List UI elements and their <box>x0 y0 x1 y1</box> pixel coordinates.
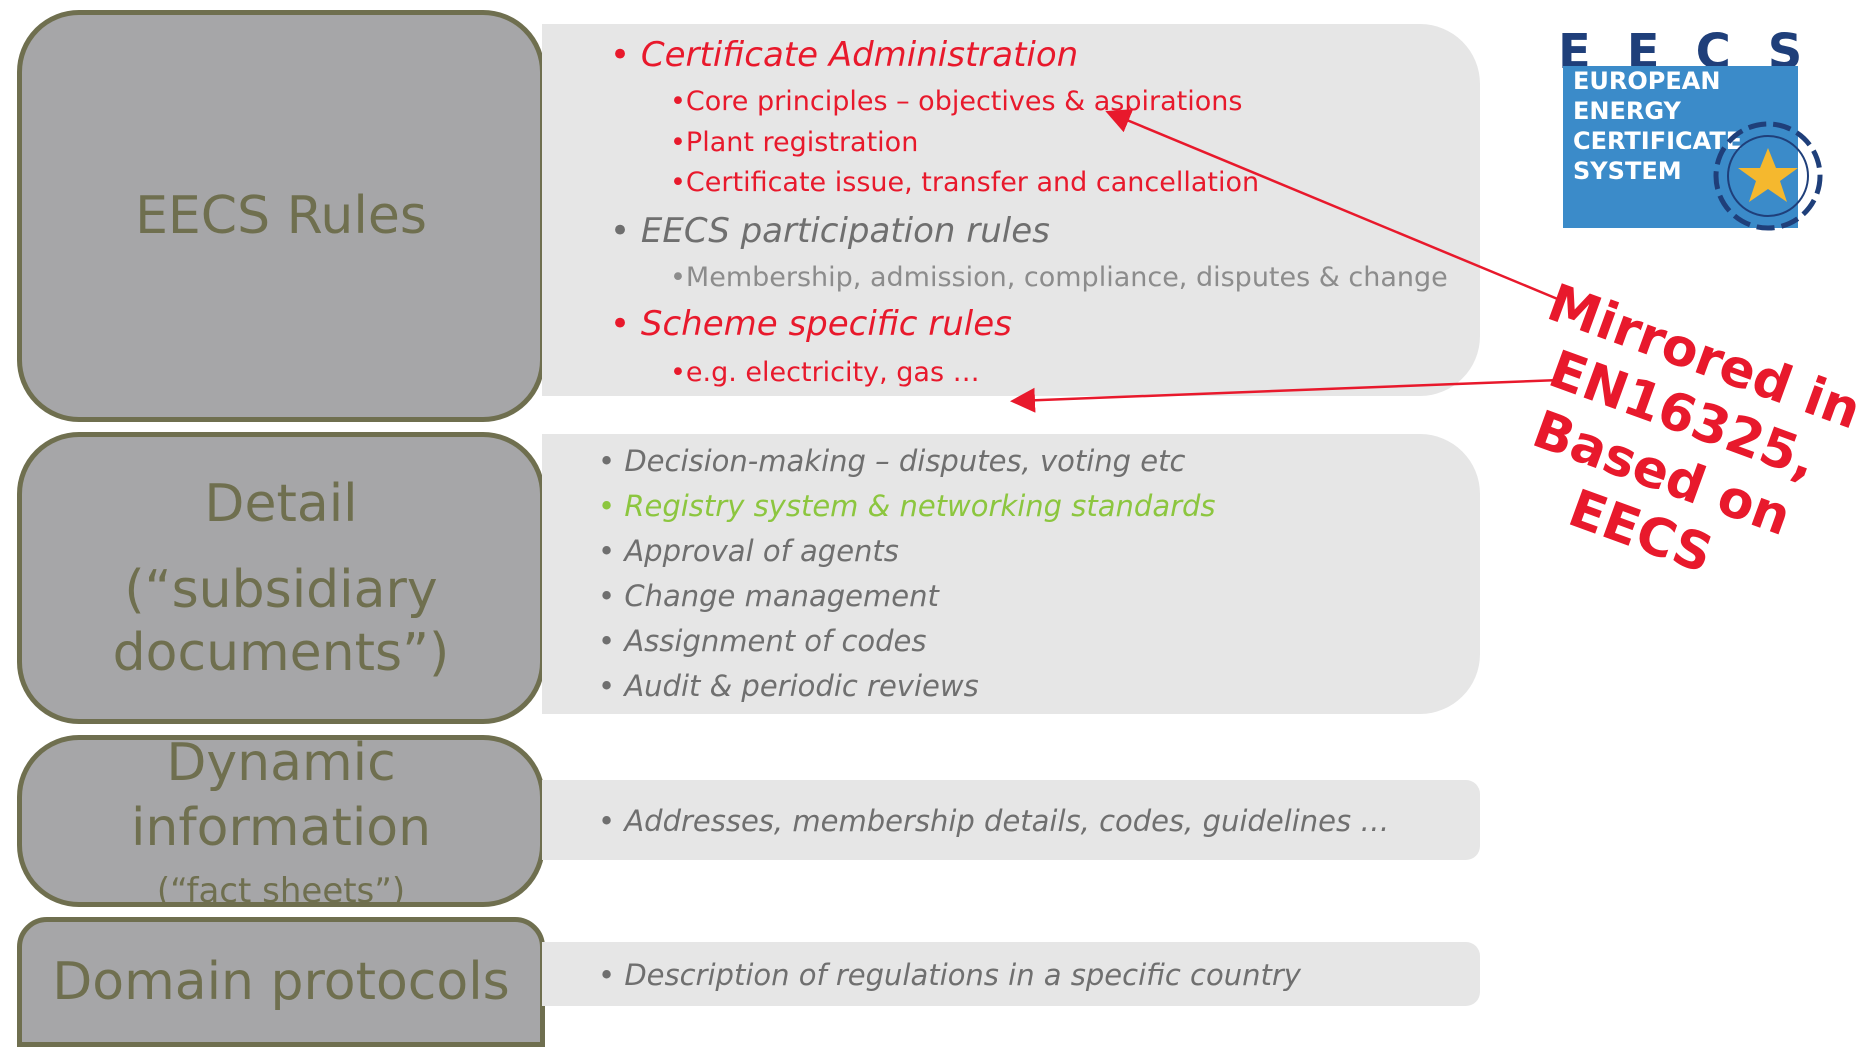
dynamic-item-label: Addresses, membership details, codes, gu… <box>624 804 1390 838</box>
dynamic-item: • Addresses, membership details, codes, … <box>598 804 1389 838</box>
detail-item: • Audit & periodic reviews <box>598 669 979 703</box>
eecs-logo: EECS EUROPEAN ENERGY CERTIFICATE SYSTEM <box>1558 28 1828 240</box>
bullet: • <box>598 534 616 568</box>
dynamic-info-box: Dynamic information (“fact sheets”) <box>17 733 545 911</box>
eecs-rules-box: EECS Rules <box>17 10 545 422</box>
detail-panel <box>542 434 1480 714</box>
detail-item-label: Registry system & networking standards <box>624 489 1216 523</box>
bullet: • <box>598 579 616 613</box>
certificate-issue-item: •Certificate issue, transfer and cancell… <box>670 167 1260 198</box>
detail-subtitle-2: documents”) <box>112 622 450 683</box>
bullet: • <box>610 211 631 251</box>
dynamic-info-title: Dynamic information <box>130 733 432 858</box>
detail-item: • Change management <box>598 579 939 613</box>
logo-panel: EUROPEAN ENERGY CERTIFICATE SYSTEM <box>1563 66 1798 228</box>
domain-item: • Description of regulations in a specif… <box>598 958 1301 992</box>
cert-admin-item: • Certificate Administration <box>610 35 1078 75</box>
logo-line: EUROPEAN <box>1573 67 1721 95</box>
plant-registration-item: •Plant registration <box>670 127 919 158</box>
domain-protocols-title: Domain protocols <box>52 951 510 1012</box>
domain-item-label: Description of regulations in a specific… <box>624 958 1301 992</box>
scheme-rules-label: Scheme specific rules <box>640 304 1012 344</box>
eecs-rules-title: EECS Rules <box>135 185 427 246</box>
arrow-to-scheme-examples <box>1010 378 1561 413</box>
detail-item: • Approval of agents <box>598 534 899 568</box>
participation-rules-item: • EECS participation rules <box>610 211 1050 251</box>
core-principles-item: •Core principles – objectives & aspirati… <box>670 86 1243 117</box>
logo-line: ENERGY <box>1573 97 1681 125</box>
eu-star-ring-icon <box>1713 121 1823 231</box>
detail-item-label: Change management <box>624 579 939 613</box>
detail-item: • Decision-making – disputes, voting etc <box>598 444 1185 478</box>
logo-line: CERTIFICATE <box>1573 127 1743 155</box>
eg-item: •e.g. electricity, gas … <box>670 357 980 388</box>
bullet: • <box>610 35 631 75</box>
bullet: • <box>598 958 616 992</box>
detail-item-label: Decision-making – disputes, voting etc <box>624 444 1186 478</box>
rules-panel <box>542 24 1480 396</box>
domain-panel <box>542 942 1480 1006</box>
detail-item-label: Approval of agents <box>624 534 899 568</box>
bullet: • <box>598 444 616 478</box>
bullet: • <box>598 804 616 838</box>
detail-title: Detail <box>204 474 358 535</box>
dynamic-info-subtitle: (“fact sheets”) <box>156 871 406 911</box>
detail-item: • Assignment of codes <box>598 624 927 658</box>
participation-rules-label: EECS participation rules <box>640 211 1050 251</box>
detail-subtitle-1: (“subsidiary <box>124 560 438 621</box>
bullet: • <box>598 489 616 523</box>
cert-admin-label: Certificate Administration <box>640 35 1079 75</box>
bullet: • <box>598 624 616 658</box>
bullet: • <box>610 304 631 344</box>
dynamic-panel <box>542 780 1480 860</box>
membership-item: •Membership, admission, compliance, disp… <box>670 262 1448 293</box>
detail-item: • Registry system & networking standards <box>598 489 1216 523</box>
logo-line: SYSTEM <box>1573 157 1682 185</box>
detail-item-label: Assignment of codes <box>624 624 927 658</box>
bullet: • <box>598 669 616 703</box>
detail-box: Detail (“subsidiary documents”) <box>17 432 545 724</box>
scheme-rules-item: • Scheme specific rules <box>610 304 1012 344</box>
arrow-to-core-principles <box>1105 109 1561 302</box>
detail-item-label: Audit & periodic reviews <box>624 669 979 703</box>
